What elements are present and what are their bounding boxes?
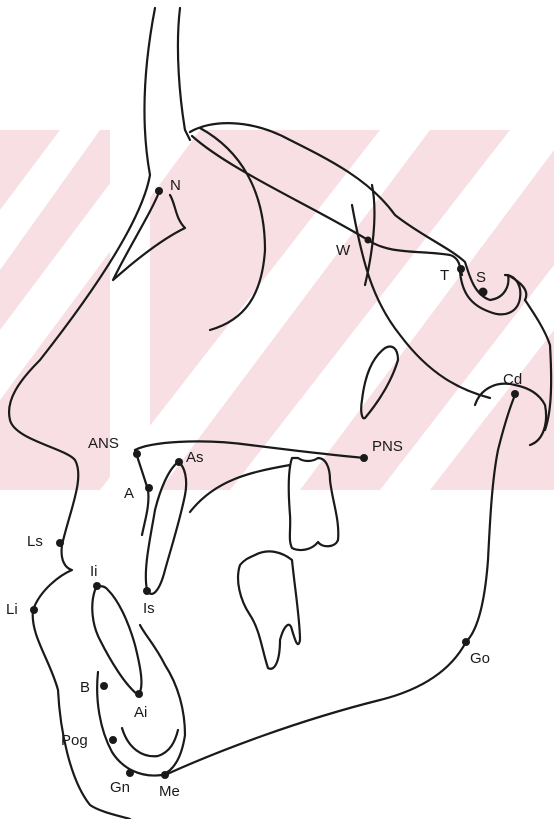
landmark-B-point [100, 682, 108, 690]
landmark-Pog-label: Pog [61, 732, 88, 749]
landmark-Ls-point [56, 539, 64, 547]
landmark-Ii-label: Ii [90, 563, 98, 580]
mandibular-border [165, 642, 466, 775]
landmark-Me-point [161, 771, 169, 779]
landmark-Go-label: Go [470, 650, 490, 667]
landmark-Li-point [30, 606, 38, 614]
lower-molar [238, 551, 300, 668]
landmark-S-point [479, 288, 488, 297]
landmark-W-label: W [336, 242, 351, 259]
landmark-Ai-point [135, 690, 143, 698]
landmark-B-label: B [80, 679, 90, 696]
landmark-T-label: T [440, 267, 449, 284]
landmark-W-point [365, 237, 372, 244]
landmark-As-point [175, 458, 183, 466]
landmark-Is-label: Is [143, 600, 155, 617]
landmark-PNS-point [360, 454, 368, 462]
landmark-S-label: S [476, 269, 486, 286]
nasal-bone-outline [178, 8, 190, 140]
landmark-A-label: A [124, 485, 134, 502]
symphysis-inner [122, 728, 178, 756]
landmark-Me-label: Me [159, 783, 180, 800]
landmark-Is-point [143, 587, 151, 595]
landmark-ANS-label: ANS [88, 435, 119, 452]
landmark-PNS-label: PNS [372, 438, 403, 455]
landmark-A-point [145, 484, 153, 492]
landmark-Ls-label: Ls [27, 533, 43, 550]
landmark-Gn-label: Gn [110, 779, 130, 796]
landmark-Cd-label: Cd [503, 371, 522, 388]
landmark-N-label: N [170, 177, 181, 194]
landmark-Gn-point [126, 769, 134, 777]
landmark-Pog-point [109, 736, 117, 744]
landmark-N-point [155, 187, 163, 195]
landmark-T-point [457, 265, 465, 273]
lower-incisor [92, 586, 141, 695]
landmark-ANS-point [133, 450, 141, 458]
landmark-Ii-point [93, 582, 101, 590]
landmark-Ai-label: Ai [134, 704, 147, 721]
landmark-Cd-point [511, 390, 519, 398]
landmark-Li-label: Li [6, 601, 18, 618]
landmark-Go-point [462, 638, 470, 646]
landmark-As-label: As [186, 449, 204, 466]
